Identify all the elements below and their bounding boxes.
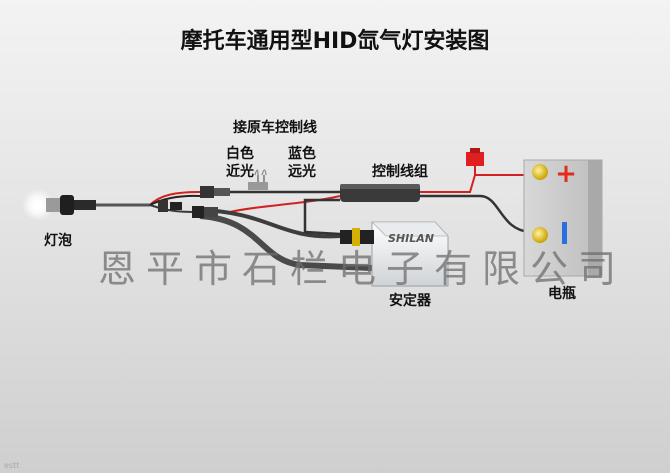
- battery-side: [588, 160, 602, 276]
- wire-dark-lower: [149, 204, 196, 213]
- relay-positive-wire: [420, 174, 528, 193]
- label-bulb: 灯泡: [44, 232, 72, 249]
- label-blue-color: 蓝色: [288, 145, 316, 162]
- label-ballast: 安定器: [389, 292, 432, 309]
- connector-upper-a: [200, 186, 214, 198]
- control-wire-tips: [254, 169, 267, 176]
- ballast-brand: SHILAN: [388, 232, 434, 245]
- bulb-socket: [60, 195, 74, 215]
- ballast-signal-cable: [199, 208, 341, 239]
- ballast-box-icon: SHILAN: [340, 221, 449, 287]
- label-far-light: 远光: [288, 163, 316, 180]
- hid-bulb-icon: [22, 189, 96, 221]
- connector-icon: [158, 182, 268, 218]
- battery-negative-terminal: [532, 227, 548, 243]
- wire-dark-upper: [149, 194, 201, 206]
- relay-highlight: [340, 184, 420, 189]
- ballast-hv-cable: [199, 213, 373, 271]
- red-wire-relay: [229, 195, 341, 213]
- control-wire-splice: [248, 182, 268, 190]
- battery-positive-terminal: [532, 164, 548, 180]
- relay-negative-wire: [420, 194, 531, 234]
- bulb-base: [46, 198, 60, 212]
- connector-lower-c: [192, 206, 204, 218]
- relay-ballast-wire: [303, 198, 341, 236]
- watermark-text: 恩平市石栏电子有限公司: [98, 247, 626, 291]
- ballast-connector-gold: [352, 228, 360, 246]
- negative-sign-bar: [562, 222, 567, 244]
- label-white-color: 白色: [226, 145, 254, 162]
- connector-lower-d: [204, 207, 218, 217]
- fuse-icon: [466, 148, 484, 175]
- wiring: [95, 169, 531, 271]
- ballast-top: [371, 221, 449, 237]
- bulb-core: [33, 200, 43, 210]
- label-control-group: 控制线组: [372, 163, 428, 180]
- label-connect-original: 接原车控制线: [233, 119, 317, 136]
- connector-lower-b: [170, 202, 182, 210]
- connector-lower-a: [158, 200, 168, 212]
- fuse-body: [466, 152, 484, 166]
- battery-icon: + −: [523, 159, 603, 277]
- fuse-cap: [470, 148, 480, 153]
- label-near-light: 近光: [226, 163, 254, 180]
- footer-text: estt: [4, 461, 19, 470]
- bulb-tail: [74, 200, 96, 210]
- label-battery: 电瓶: [548, 285, 576, 302]
- connector-upper-b: [214, 188, 230, 196]
- control-wire-leads: [257, 175, 265, 182]
- positive-sign: +: [555, 159, 577, 189]
- page-title: 摩托车通用型HID氙气灯安装图: [181, 28, 490, 54]
- relay-harness-icon: [340, 184, 420, 202]
